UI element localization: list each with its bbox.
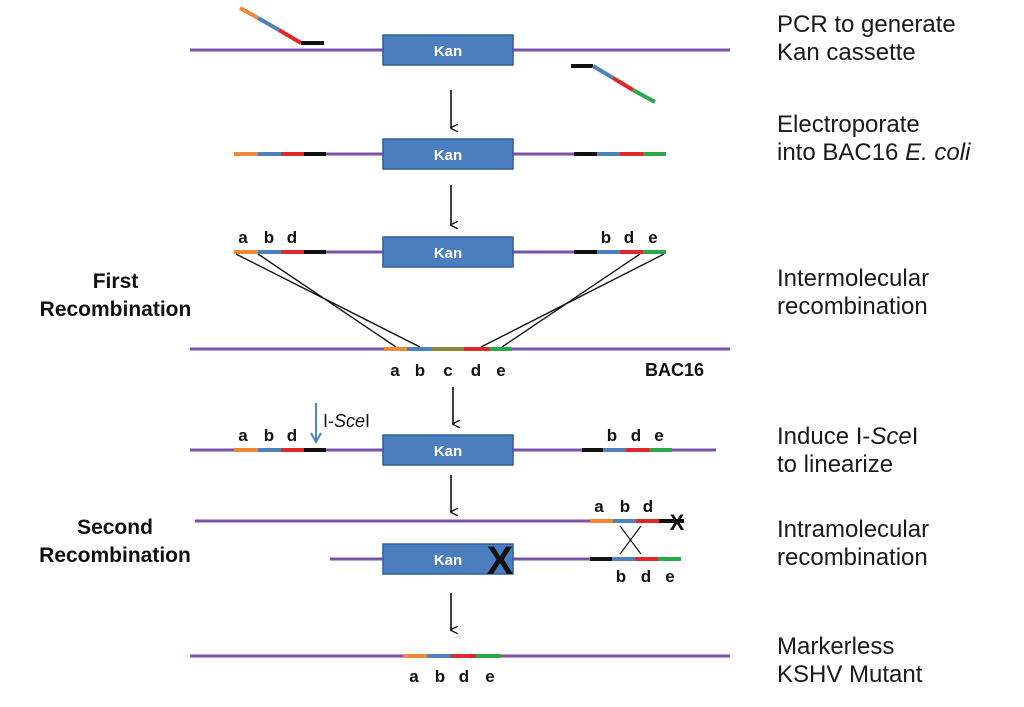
row-intermolecular: Kan a b d b d e xyxy=(234,228,666,348)
letter-d: d xyxy=(459,667,469,686)
phase-line: Recombination xyxy=(39,544,191,567)
letter-a: a xyxy=(409,667,419,686)
letter-a: a xyxy=(238,426,248,445)
kan-cassette xyxy=(382,138,514,170)
letter-e: e xyxy=(648,228,657,247)
letter-d: d xyxy=(287,426,297,445)
bac16-label: BAC16 xyxy=(645,360,704,380)
row-intramolecular: X a b d Kan X b d e xyxy=(195,497,685,586)
letter-a: a xyxy=(594,497,604,516)
kan-label: Kan xyxy=(434,43,462,60)
letter-d: d xyxy=(641,567,651,586)
letter-d: d xyxy=(287,228,297,247)
step-intermolecular: Intermolecular recombination xyxy=(777,265,929,321)
phase-line: Second xyxy=(77,516,153,539)
kan-label: Kan xyxy=(434,147,462,164)
letter-b: b xyxy=(415,361,425,380)
letter-e: e xyxy=(654,426,663,445)
kan-label: Kan xyxy=(434,443,462,460)
letter-d: d xyxy=(643,497,653,516)
step-line: KSHV Mutant xyxy=(777,661,923,688)
step-line: to linearize xyxy=(777,451,894,478)
row-isce-linearize: Kan a b d b d e I-SceI xyxy=(190,403,716,466)
letter-b: b xyxy=(616,567,626,586)
phase-line: First xyxy=(92,270,139,293)
step-induce-isce: Induce I-SceI to linearize xyxy=(777,423,918,479)
letter-d: d xyxy=(624,228,634,247)
letter-b: b xyxy=(607,426,617,445)
kan-cassette xyxy=(382,434,514,466)
kan-label: Kan xyxy=(434,245,462,262)
letter-e: e xyxy=(485,667,494,686)
step-line: Induce I-SceI xyxy=(777,423,919,450)
letter-e: e xyxy=(665,567,674,586)
cut-x-mark-small: X xyxy=(670,510,685,535)
step-markerless: Markerless KSHV Mutant xyxy=(777,633,922,689)
right-primer xyxy=(571,64,656,104)
letter-b: b xyxy=(601,228,611,247)
phase-second-recombination: Second Recombination xyxy=(10,514,220,570)
step-pcr: PCR to generate Kan cassette xyxy=(777,11,956,67)
row-pcr: Kan xyxy=(190,6,730,104)
crossover-lines xyxy=(235,253,665,348)
letter-d: d xyxy=(631,426,641,445)
step-line: Electroporate xyxy=(777,111,920,138)
crossover-lines xyxy=(619,525,642,555)
row-bac16: a b c d e BAC16 xyxy=(190,347,730,380)
step-line: Markerless xyxy=(777,633,895,660)
step-line: PCR to generate xyxy=(777,11,956,38)
letter-e: e xyxy=(496,361,505,380)
kan-cassette xyxy=(382,543,514,575)
phase-first-recombination: First Recombination xyxy=(18,268,213,324)
step-line: recombination xyxy=(777,544,928,571)
letter-b: b xyxy=(264,228,274,247)
step-electroporate: Electroporate into BAC16 E. coli xyxy=(777,111,970,167)
kan-cassette xyxy=(382,236,514,268)
step-line: Intramolecular xyxy=(777,516,930,543)
row-markerless: a b d e xyxy=(190,654,730,686)
step-line: into BAC16 E. coli xyxy=(777,139,971,166)
letter-b: b xyxy=(435,667,445,686)
letter-b: b xyxy=(620,497,630,516)
kan-label: Kan xyxy=(434,552,462,569)
step-intramolecular: Intramolecular recombination xyxy=(777,516,929,572)
kan-cassette xyxy=(382,34,514,66)
isce-label: I-SceI xyxy=(323,411,370,431)
letter-a: a xyxy=(238,228,248,247)
cut-x-mark: X xyxy=(487,539,514,583)
step-line: Intermolecular xyxy=(777,265,930,292)
step-line: recombination xyxy=(777,293,928,320)
isce-arrow-head xyxy=(310,432,322,445)
letter-d: d xyxy=(471,361,481,380)
phase-line: Recombination xyxy=(39,298,192,321)
letter-b: b xyxy=(264,426,274,445)
letter-a: a xyxy=(390,361,400,380)
row-electroporate: Kan xyxy=(234,138,666,170)
step-line: Kan cassette xyxy=(777,39,916,66)
letter-c: c xyxy=(443,361,452,380)
left-primer xyxy=(239,6,324,45)
